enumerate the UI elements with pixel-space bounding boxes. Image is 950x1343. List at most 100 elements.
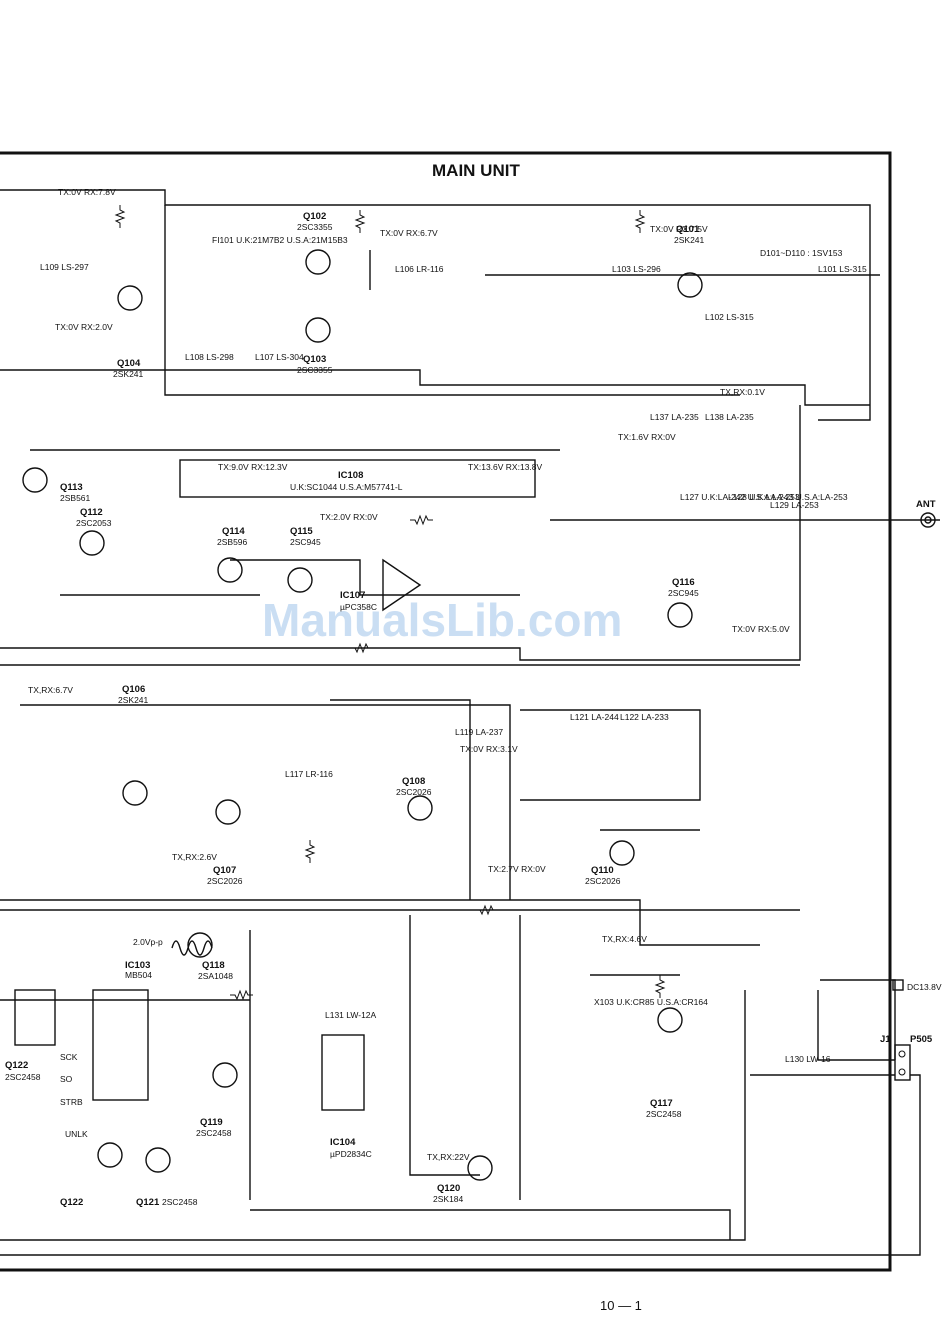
- page-number: 10 — 1: [600, 1298, 642, 1313]
- transistor-q118: Q118 2SA1048: [187, 932, 233, 981]
- voltage-note-6: TX:1.6V RX:0V: [618, 432, 676, 442]
- svg-text:L127 U.K:LA-242 U.S.A:LA-253: L127 U.K:LA-242 U.S.A:LA-253: [680, 492, 800, 502]
- pin-sck: SCK: [60, 1052, 78, 1062]
- svg-text:2SC2026: 2SC2026: [585, 876, 621, 886]
- transistor-q113: Q113 2SB561: [22, 467, 91, 503]
- unit-title: MAIN UNIT: [432, 161, 520, 180]
- wiring: [0, 189, 940, 1256]
- svg-text:2SC2026: 2SC2026: [396, 787, 432, 797]
- watermark: ManualsLib.com: [262, 594, 622, 646]
- waveform-icon: [171, 940, 213, 956]
- voltage-note-5: TX,RX:0.1V: [720, 387, 765, 397]
- svg-text:Q117: Q117: [650, 1098, 673, 1109]
- diode-note: D101~D110 : 1SV153: [760, 248, 843, 258]
- svg-text:L138 LA-235: L138 LA-235: [705, 412, 754, 422]
- ic107-ref: IC107: [340, 590, 365, 601]
- ic105-type: µPD2834C: [330, 1149, 372, 1159]
- unit-frame: [0, 151, 892, 1272]
- svg-text:L109 LS-297: L109 LS-297: [40, 262, 89, 272]
- svg-text:2SK241: 2SK241: [118, 695, 149, 705]
- transistor-q112: Q112 2SC2053: [76, 507, 112, 556]
- ic107-opamp: [382, 558, 422, 612]
- vco-amplitude: 2.0Vp-p: [133, 937, 163, 947]
- voltage-note-8: TX,RX:2.6V: [172, 852, 217, 862]
- transistor-q117: Q117 2SC2458: [646, 1007, 683, 1119]
- svg-text:2SB561: 2SB561: [60, 493, 91, 503]
- svg-text:2SC2053: 2SC2053: [76, 518, 112, 528]
- svg-text:L131 LW-12A: L131 LW-12A: [325, 1010, 377, 1020]
- transistor-q119: Q119 2SC2458: [196, 1062, 238, 1138]
- ic105-ref: IC104: [330, 1137, 356, 1148]
- transistor-q116: Q116 2SC945 TX:0V RX:5.0V: [667, 577, 790, 634]
- svg-text:TX:0V RX:5.0V: TX:0V RX:5.0V: [732, 624, 790, 634]
- voltage-note-12: TX,RX:22V: [427, 1152, 470, 1162]
- filter-note: FI101 U.K:21M7B2 U.S.A:21M15B3: [212, 235, 348, 245]
- svg-text:2SC3355: 2SC3355: [297, 222, 333, 232]
- svg-text:Q104: Q104: [117, 358, 141, 369]
- voltage-note-3: TX:0V RX:7.5V: [650, 224, 708, 234]
- ic108-vout: TX:13.6V RX:13.8V: [468, 462, 543, 472]
- ic104-type: MB504: [125, 970, 152, 980]
- svg-text:2SC2026: 2SC2026: [207, 876, 243, 886]
- svg-text:2SC2458: 2SC2458: [196, 1128, 232, 1138]
- transistor-q104: Q104 2SK241: [113, 285, 144, 379]
- antenna-connector: ANT: [916, 499, 936, 528]
- svg-text:Q107: Q107: [213, 865, 236, 876]
- svg-text:Q122: Q122: [60, 1197, 83, 1208]
- ic108-type: U.K:SC1044 U.S.A:M57741-L: [290, 482, 403, 492]
- svg-text:L117 LR-116: L117 LR-116: [285, 769, 333, 779]
- transistor-q120: Q120 2SK184: [433, 1155, 493, 1204]
- svg-text:L107 LS-304: L107 LS-304: [255, 352, 304, 362]
- svg-text:Q108: Q108: [402, 776, 425, 787]
- ic104-ref: IC103: [125, 960, 150, 971]
- transistor-q108: Q108 2SC2026: [396, 776, 433, 821]
- svg-text:Q113: Q113: [60, 482, 83, 493]
- svg-text:DC13.8V: DC13.8V: [907, 982, 942, 992]
- pin-strb: STRB: [60, 1097, 83, 1107]
- svg-text:Q121: Q121: [136, 1197, 160, 1208]
- voltage-note-4: TX:0V RX:2.0V: [55, 322, 113, 332]
- svg-text:2SK241: 2SK241: [674, 235, 705, 245]
- passive-components: [114, 205, 666, 1001]
- svg-text:Q102: Q102: [303, 211, 326, 222]
- ic108-ref: IC108: [338, 470, 363, 481]
- svg-text:2SC945: 2SC945: [668, 588, 699, 598]
- svg-text:Q101: Q101: [676, 224, 700, 235]
- dc-connector: DC13.8V: [892, 979, 942, 992]
- svg-text:2SK184: 2SK184: [433, 1194, 464, 1204]
- svg-text:L103 LS-296: L103 LS-296: [612, 264, 661, 274]
- svg-text:L137 LA-235: L137 LA-235: [650, 412, 699, 422]
- transistor-q115: Q115 2SC945: [287, 526, 321, 593]
- transistor-q121: Q121 2SC2458: [136, 1147, 198, 1208]
- transistor-q122: Q122: [60, 1142, 123, 1208]
- svg-text:2SC2458: 2SC2458: [646, 1109, 682, 1119]
- transistor-q103: Q103 2SC3355: [297, 317, 333, 375]
- svg-text:Q103: Q103: [303, 354, 326, 365]
- svg-text:2SK241: 2SK241: [113, 369, 144, 379]
- pin-so: SO: [60, 1074, 73, 1084]
- voltage-note-7: TX,RX:6.7V: [28, 685, 73, 695]
- transistor-q114: Q114 2SB596: [217, 526, 248, 583]
- svg-text:2SB596: 2SB596: [217, 537, 248, 547]
- svg-text:L129 LA-253: L129 LA-253: [770, 500, 819, 510]
- svg-text:2SC945: 2SC945: [290, 537, 321, 547]
- voltage-note-1: TX:0V RX:7.8V: [58, 187, 116, 197]
- svg-text:ANT: ANT: [916, 499, 936, 510]
- svg-text:L101 LS-315: L101 LS-315: [818, 264, 867, 274]
- transistor-q102: Q102 2SC3355: [297, 211, 333, 275]
- svg-text:Q116: Q116: [672, 577, 695, 588]
- transistor-q106: Q106 2SK241: [118, 684, 149, 806]
- svg-text:Q114: Q114: [222, 526, 245, 537]
- ic108-vin: TX:9.0V RX:12.3V: [218, 462, 288, 472]
- svg-text:Q115: Q115: [290, 526, 313, 537]
- ic107-type: µPC358C: [340, 602, 377, 612]
- svg-text:2SC3355: 2SC3355: [297, 365, 333, 375]
- voltage-note-9: TX:0V RX:3.1V: [460, 744, 518, 754]
- svg-text:Q110: Q110: [591, 865, 614, 876]
- svg-text:L121 LA-244: L121 LA-244: [570, 712, 619, 722]
- svg-text:Q120: Q120: [437, 1183, 460, 1194]
- ic107-vnote: TX:2.0V RX:0V: [320, 512, 378, 522]
- ic108-box: [179, 459, 536, 498]
- transistor-q110: Q110 2SC2026: [585, 840, 635, 886]
- voltage-note-10: TX:2.7V RX:0V: [488, 864, 546, 874]
